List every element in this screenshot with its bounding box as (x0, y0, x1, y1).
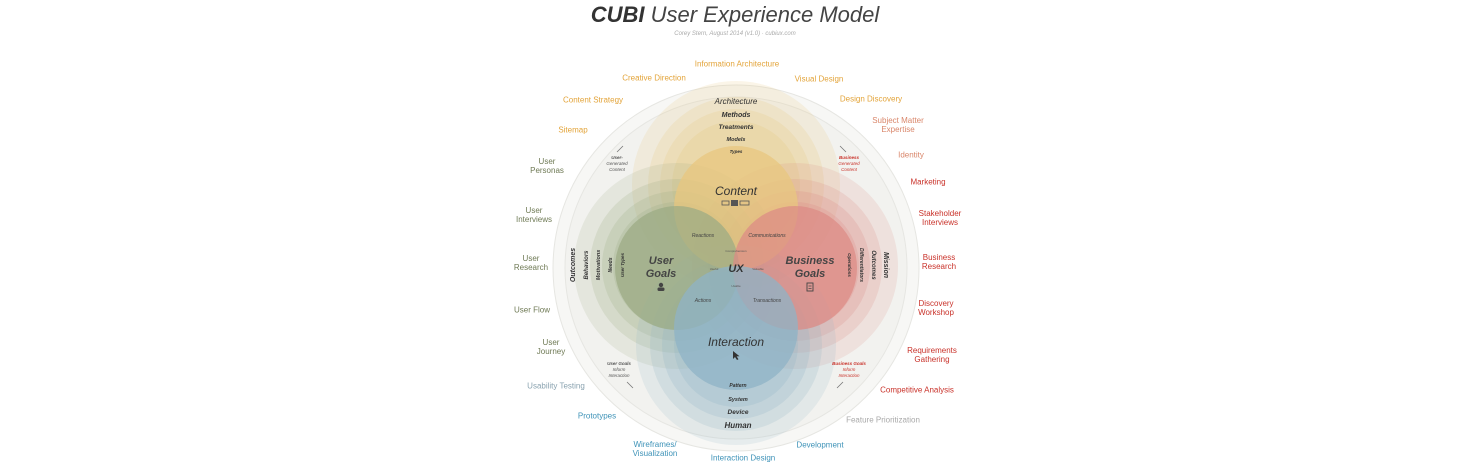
layer-operations: Operations (847, 253, 852, 277)
label-competitive-analysis: Competitive Analysis (880, 385, 954, 395)
actions-label: Actions (694, 298, 712, 304)
layer-behaviors: Behaviors (584, 250, 590, 280)
arrow-up-right-icon (839, 145, 847, 153)
layer-treatments: Treatments (719, 124, 754, 131)
layer-user-outcomes: Outcomes (570, 248, 577, 282)
center-bottom-label: Usable (731, 284, 741, 288)
label-wireframes-visualization: Wireframes/Visualization (632, 440, 678, 458)
center-left-label: Useful (710, 267, 719, 271)
communications-label: Communications (748, 233, 786, 239)
layer-system: System (728, 397, 748, 403)
page-title: CUBI User Experience Model (0, 2, 1470, 28)
label-content-strategy: Content Strategy (562, 95, 624, 105)
label-information-architecture: Information Architecture (694, 59, 780, 69)
interaction-label: Interaction (708, 335, 764, 349)
svg-text:Generated: Generated (606, 161, 628, 166)
user-goals-label-2: Goals (646, 268, 677, 280)
media-icons (721, 200, 750, 206)
user-goals-inform-note: User Goals Inform Interaction (607, 361, 634, 389)
transactions-label: Transactions (753, 298, 782, 304)
label-usability-testing: Usability Testing (527, 381, 585, 391)
svg-text:Generated: Generated (838, 161, 860, 166)
arrow-down-right-icon (626, 381, 634, 389)
layer-motivations: Motivations (596, 250, 602, 281)
svg-text:Business Goals: Business Goals (832, 361, 866, 366)
svg-text:User-: User- (611, 155, 623, 160)
label-visual-design: Visual Design (794, 74, 844, 84)
label-marketing: Marketing (910, 177, 946, 187)
building-icon (806, 282, 814, 292)
layer-methods: Methods (722, 112, 751, 119)
title-rest: User Experience Model (650, 2, 880, 27)
layer-needs: Needs (608, 257, 614, 272)
arrow-down-left-icon (836, 381, 844, 389)
title-bold: CUBI (590, 2, 645, 27)
reactions-label: Reactions (692, 233, 715, 239)
svg-text:Business: Business (839, 155, 860, 160)
label-user-flow: User Flow (513, 305, 551, 315)
business-goals-inform-note: Business Goals Inform Interaction (832, 361, 866, 389)
business-goals-label-2: Goals (795, 268, 826, 280)
user-icon (657, 282, 665, 291)
arrow-up-left-icon (616, 145, 624, 153)
layer-device: Device (728, 409, 749, 416)
layer-types: Types (730, 149, 743, 154)
svg-text:User Goals: User Goals (607, 361, 631, 366)
label-development: Development (796, 440, 844, 450)
layer-human: Human (724, 421, 751, 430)
center-top-label: Comprehension (725, 249, 747, 253)
label-interaction-design: Interaction Design (710, 453, 776, 463)
content-label: Content (715, 184, 758, 198)
interaction-circle (674, 266, 798, 390)
label-identity: Identity (898, 150, 924, 160)
label-design-discovery: Design Discovery (839, 94, 903, 104)
layer-differentiators: Differentiators (858, 248, 864, 282)
layer-architecture: Architecture (714, 97, 758, 106)
svg-text:Content: Content (841, 167, 858, 172)
svg-text:Interaction: Interaction (838, 373, 860, 378)
layer-mission: Mission (882, 252, 889, 278)
page-subtitle: Corey Stern, August 2014 (v1.0) · cubiux… (674, 31, 796, 37)
layer-pattern: Pattern (729, 383, 746, 389)
ux-label: UX (728, 263, 744, 275)
svg-text:Inform: Inform (843, 367, 856, 372)
layer-user-types: User Types (620, 252, 625, 277)
label-prototypes: Prototypes (577, 411, 617, 421)
layer-business-outcomes: Outcomes (870, 250, 876, 280)
user-generated-content-note: User- Generated Content (606, 145, 628, 172)
svg-text:Inform: Inform (613, 367, 626, 372)
label-sitemap: Sitemap (558, 125, 588, 135)
business-generated-content-note: Business Generated Content (838, 145, 860, 172)
label-creative-direction: Creative Direction (622, 73, 686, 83)
layer-models: Models (727, 137, 746, 143)
center-right-label: Valuable (752, 267, 764, 271)
user-goals-label-1: User (649, 255, 674, 267)
business-goals-label-1: Business (786, 255, 835, 267)
svg-text:Interaction: Interaction (608, 373, 630, 378)
svg-text:Content: Content (609, 167, 626, 172)
label-feature-prioritization: Feature Prioritization (846, 415, 920, 425)
cursor-icon (733, 351, 740, 360)
